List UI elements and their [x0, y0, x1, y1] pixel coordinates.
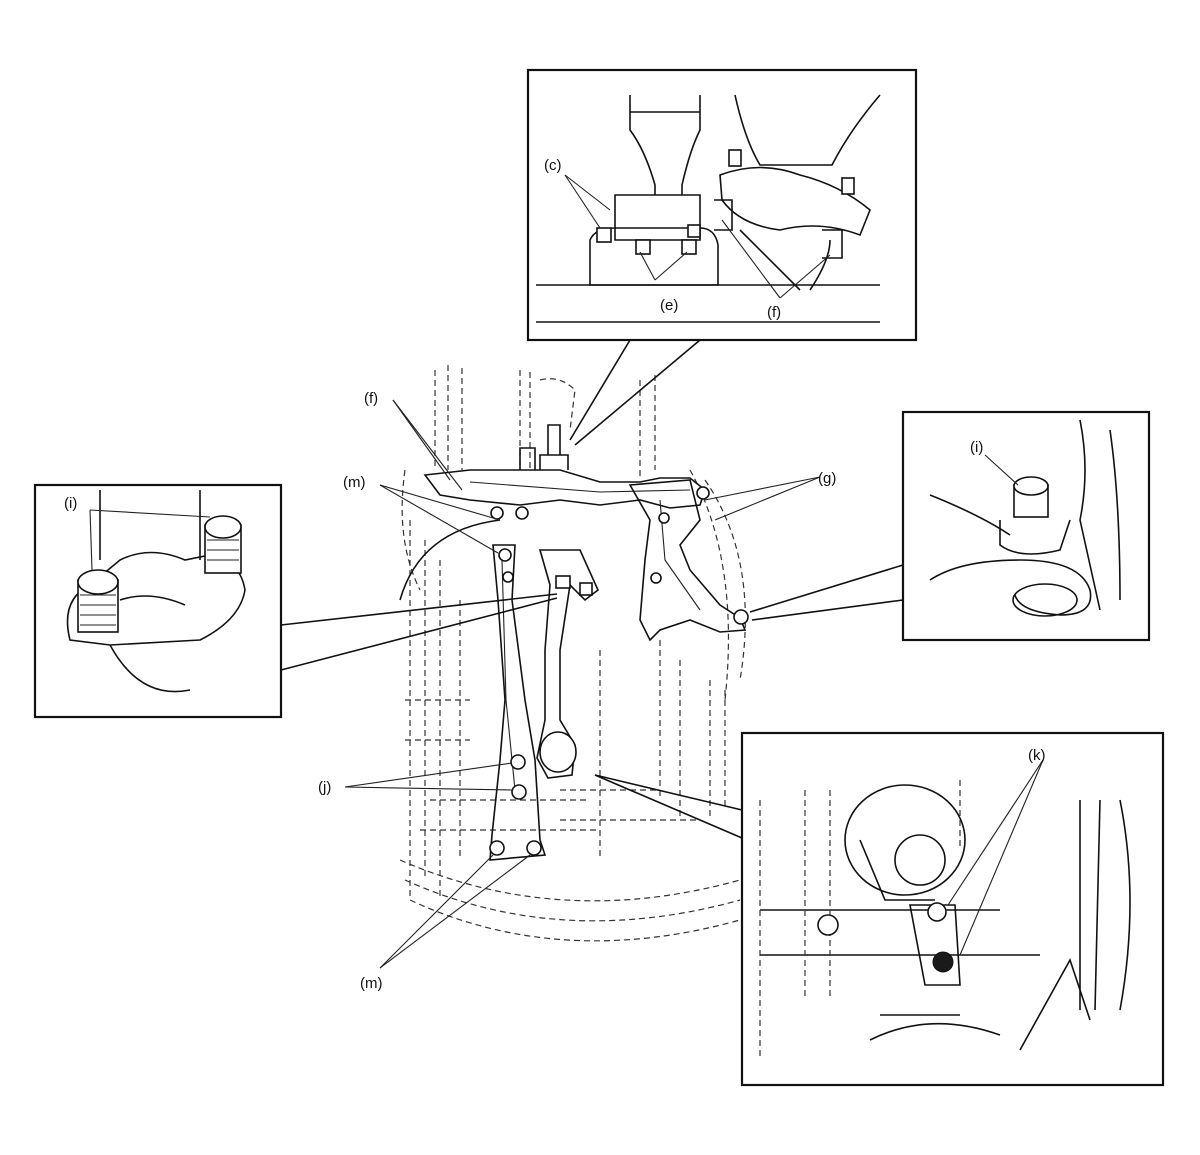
- bushing-icon: [539, 731, 577, 773]
- bolt-icon: [817, 914, 839, 936]
- callout-line: [280, 593, 558, 626]
- bolt-icon: [498, 548, 512, 562]
- spring-icon: [822, 229, 843, 259]
- bolt-icon: [490, 506, 504, 520]
- main-labels: (f) (m) (g) (j) (m): [318, 390, 836, 992]
- bolt-icon: [510, 754, 526, 770]
- bolt-icon: [515, 506, 529, 520]
- inset-left: (i): [33, 483, 283, 719]
- callout-line: [569, 339, 631, 441]
- label-c: (c): [544, 157, 562, 174]
- bolt-icon: [579, 582, 593, 596]
- bolt-icon: [841, 177, 855, 195]
- label-m-lower: (m): [360, 975, 383, 992]
- callout-line: [751, 599, 904, 621]
- bolt-icon: [650, 572, 662, 584]
- inset-bottom-right: (k): [740, 731, 1165, 1087]
- bolt-icon: [927, 902, 947, 922]
- stabilizer-rod: [536, 549, 599, 779]
- callout-line: [749, 564, 904, 613]
- label-j: (j): [318, 779, 331, 796]
- bolt-icon: [932, 951, 954, 973]
- label-m-upper: (m): [343, 474, 366, 491]
- callout-line: [594, 774, 743, 811]
- bolt-icon: [511, 784, 527, 800]
- bolt-icon: [489, 840, 505, 856]
- bolt-icon: [681, 239, 697, 255]
- bolt-icon: [687, 224, 701, 238]
- right-control-arm: [628, 479, 749, 642]
- label-i-right: (i): [970, 439, 983, 456]
- bracket-icon: [909, 902, 961, 986]
- main-assembly: [399, 365, 749, 942]
- stud-icon: [204, 515, 242, 574]
- upper-crossmember: [423, 424, 706, 520]
- callout-line: [280, 597, 558, 671]
- callout-line: [574, 339, 701, 446]
- bolt-icon: [658, 512, 670, 524]
- bolt-icon: [526, 840, 542, 856]
- left-vertical-link: [489, 544, 547, 861]
- bolt-icon: [733, 609, 749, 625]
- bolt-icon: [502, 571, 514, 583]
- bolt-icon: [1013, 476, 1049, 518]
- label-g: (g): [818, 470, 836, 487]
- inset-right: (i): [901, 410, 1151, 642]
- bolt-icon: [696, 486, 710, 500]
- label-f-inset: (f): [767, 304, 781, 321]
- bolt-icon: [635, 239, 651, 255]
- bolt-icon: [555, 575, 571, 589]
- bolt-icon: [728, 149, 742, 167]
- label-i-left: (i): [64, 495, 77, 512]
- left-shaft-curve: [399, 519, 501, 601]
- label-e: (e): [660, 297, 678, 314]
- callout-line: [594, 774, 743, 839]
- stud-icon: [77, 569, 119, 633]
- bolt-icon: [596, 227, 612, 243]
- housing-dashed-lines: [399, 365, 746, 942]
- inset-top: (c) (e) (f): [526, 68, 918, 342]
- label-k: (k): [1028, 747, 1046, 764]
- spring-icon: [714, 199, 733, 231]
- label-f-main: (f): [364, 390, 378, 407]
